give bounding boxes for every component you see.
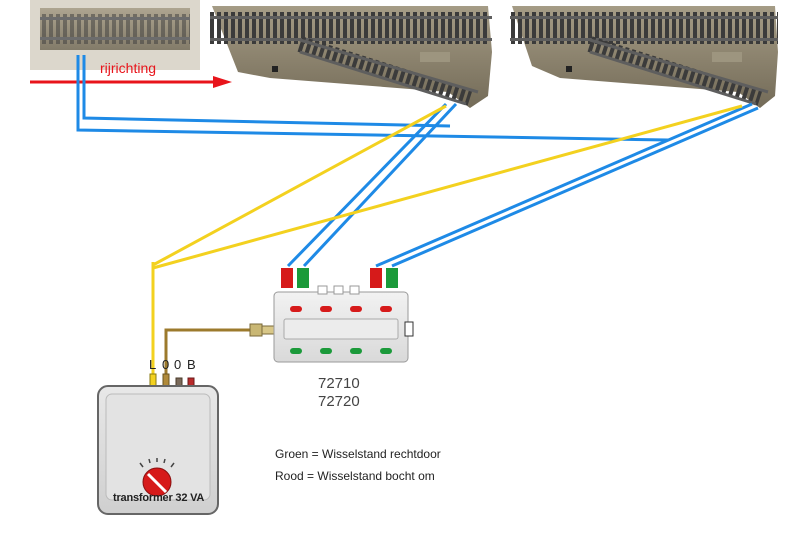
turnout-2 (510, 6, 778, 108)
green-plug-2[interactable] (386, 268, 398, 288)
transformer-dial-icon[interactable] (139, 458, 175, 497)
green-button-2[interactable] (320, 348, 332, 354)
control-box (273, 268, 414, 363)
turnout-1 (210, 6, 492, 108)
legend-green: Groen = Wisselstand rechtdoor (275, 447, 441, 461)
red-plug-1[interactable] (281, 268, 293, 288)
brown-wire (164, 323, 277, 380)
direction-label: rijrichting (100, 60, 157, 76)
red-button-1[interactable] (290, 306, 302, 312)
transformer (97, 373, 219, 515)
yellow-wires (151, 104, 743, 380)
red-button-2[interactable] (320, 306, 332, 312)
terminal-label-0-a: 0 (162, 357, 170, 372)
green-button-3[interactable] (350, 348, 362, 354)
transformer-label: transformer 32 VA (113, 492, 205, 504)
terminal-label-0-b: 0 (174, 357, 182, 372)
model-number-1: 72710 (318, 375, 360, 392)
direction-arrow-icon (30, 76, 232, 88)
green-plug-1[interactable] (297, 268, 309, 288)
legend-red: Rood = Wisselstand bocht om (275, 469, 435, 483)
red-button-3[interactable] (350, 306, 362, 312)
straight-track (30, 0, 200, 70)
green-button-4[interactable] (380, 348, 392, 354)
green-button-1[interactable] (290, 348, 302, 354)
terminal-label-l: L (149, 357, 157, 372)
red-button-4[interactable] (380, 306, 392, 312)
blue-wires (76, 55, 759, 268)
model-number-2: 72720 (318, 393, 360, 410)
red-plug-2[interactable] (370, 268, 382, 288)
terminal-label-b: B (187, 357, 196, 372)
